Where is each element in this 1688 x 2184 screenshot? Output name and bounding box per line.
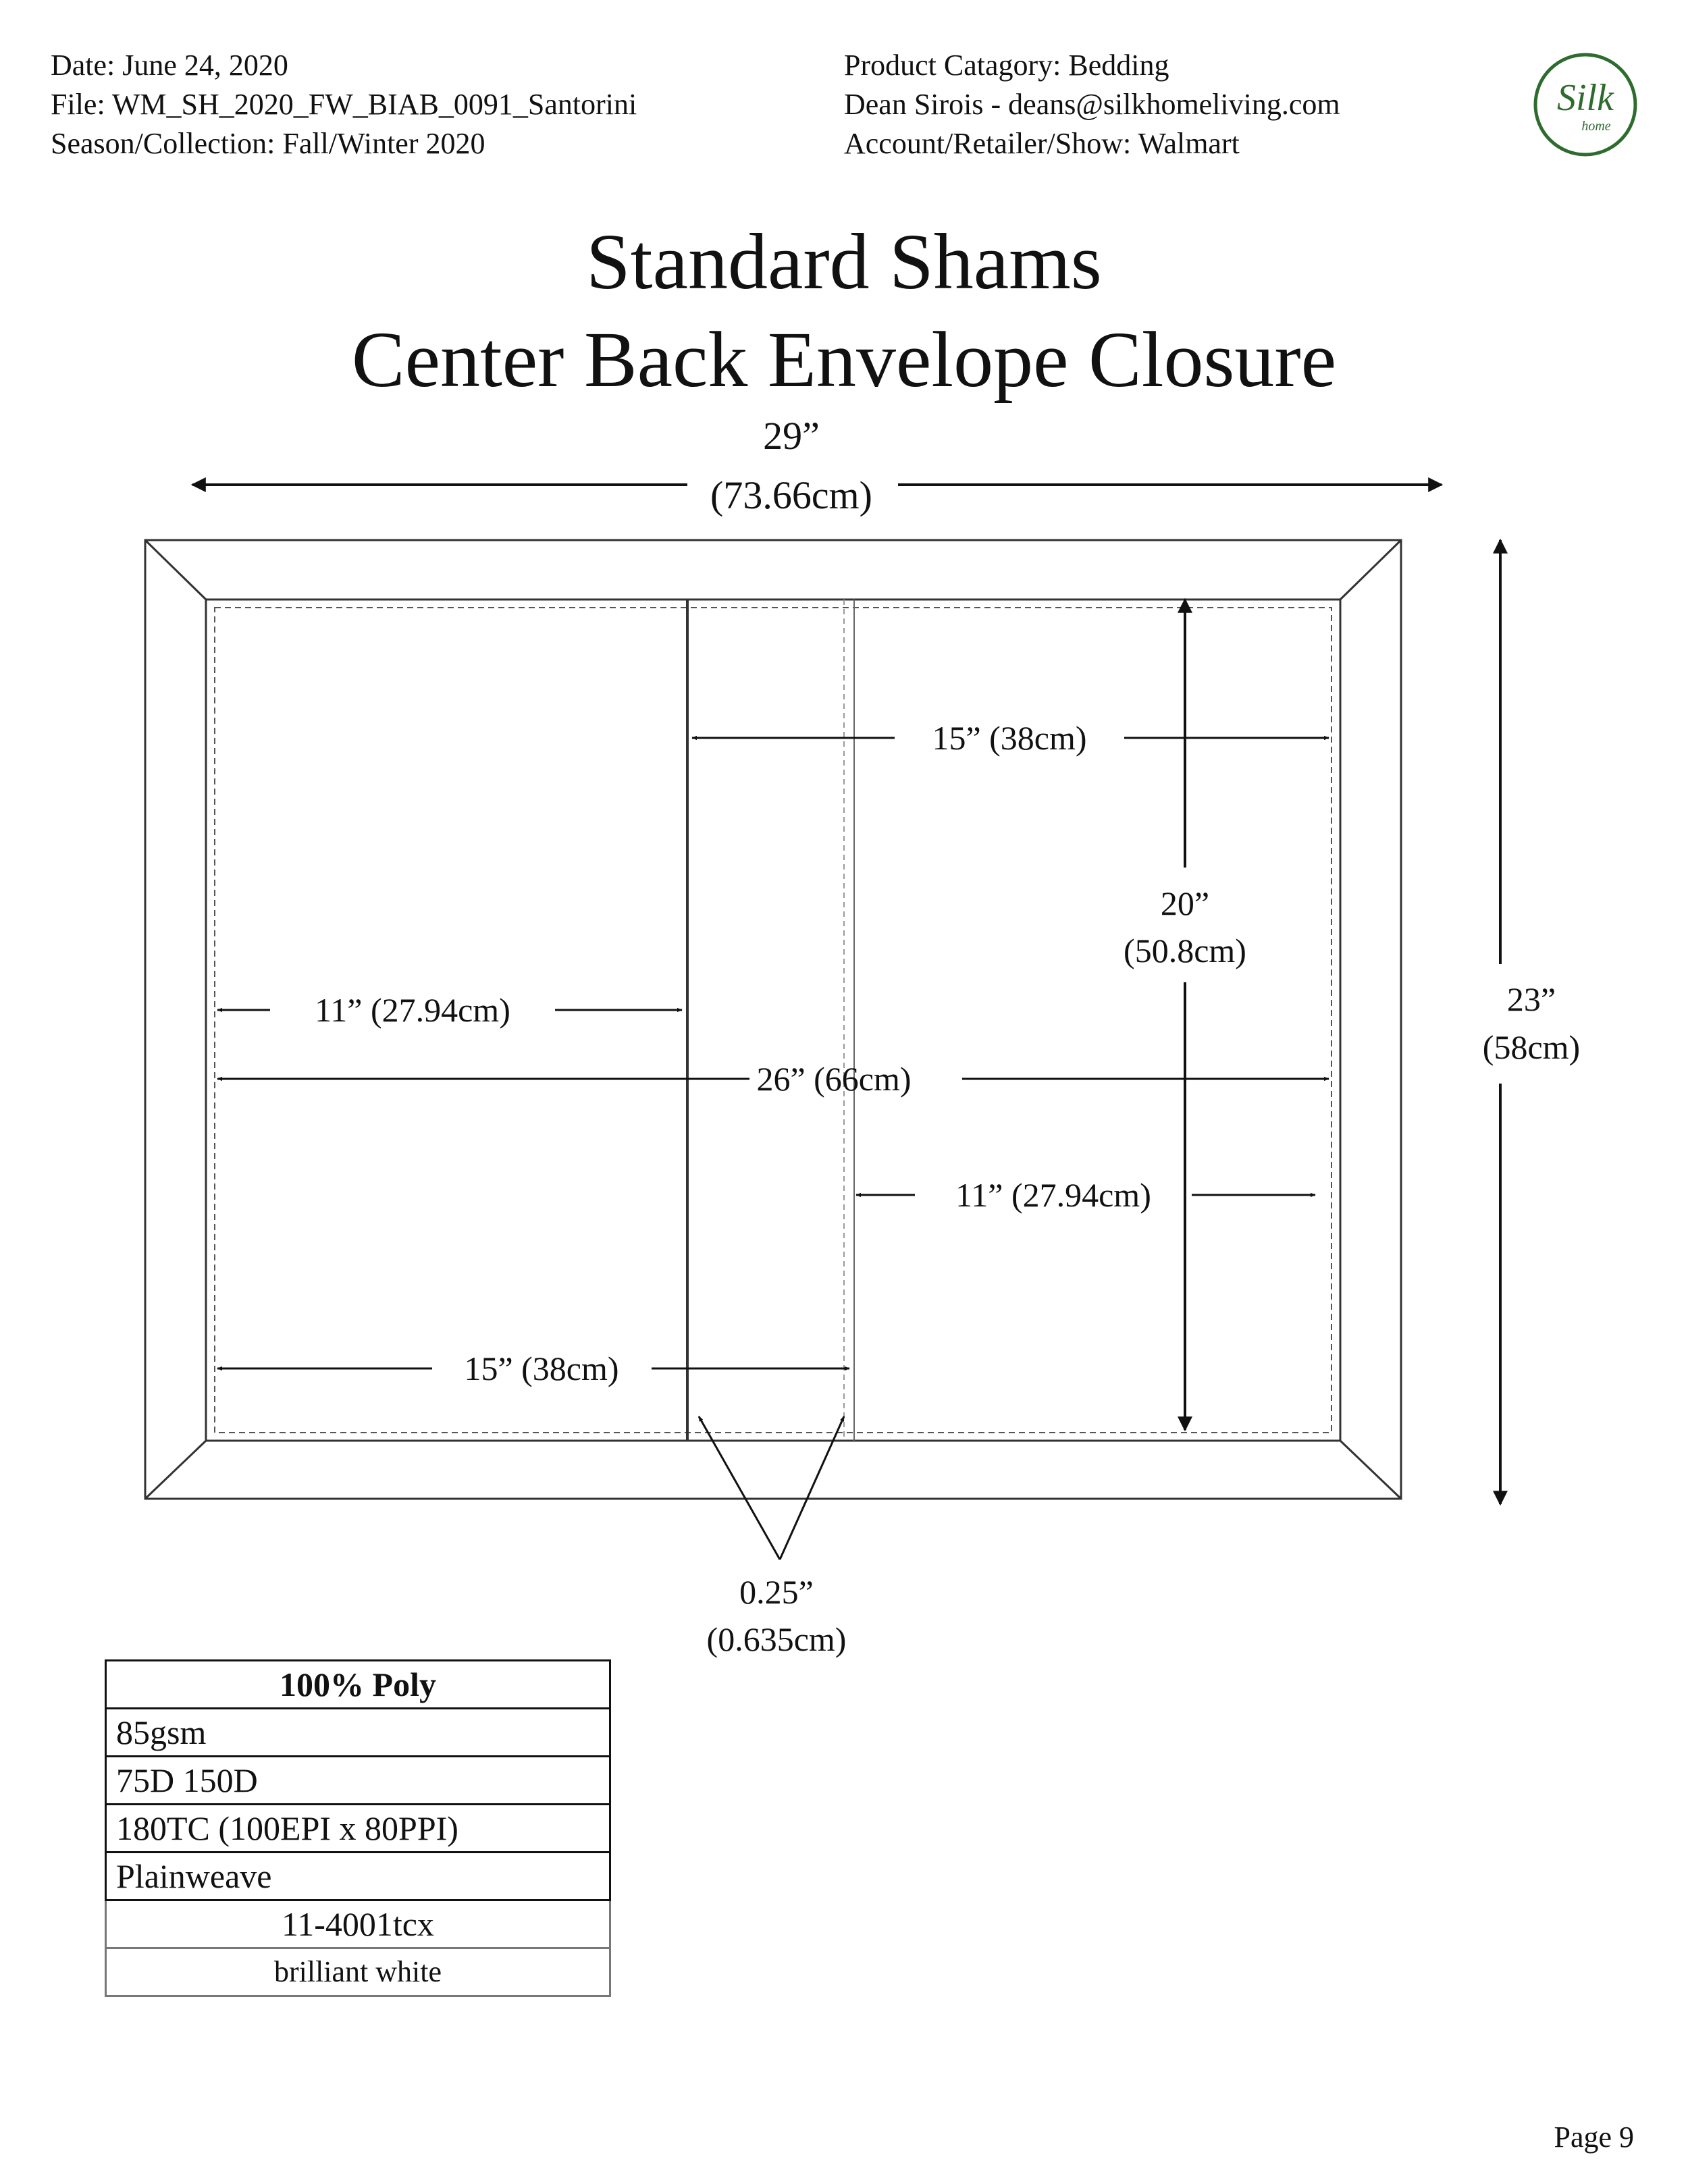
outer-edge [144,539,1402,1500]
spec-weave: Plainweave [105,1851,611,1901]
seam-allowance-callout: 0.25” (0.635cm) [697,1416,847,1658]
spec-row: 100% Poly [105,1659,611,1709]
left-panel-width-dimension: 15” (38cm) [217,1350,850,1387]
left-flap-width-dimension: 11” (27.94cm) [217,991,683,1029]
inner-edge [205,598,1342,1442]
fabric-spec-table: 100% Poly 85gsm 75D 150D 180TC (100EPI x… [105,1659,611,1997]
envelope-overlap [686,600,855,1441]
spec-row: Plainweave [105,1851,611,1901]
page-number: Page 9 [1554,2121,1634,2154]
header-file: File: WM_SH_2020_FW_BIAB_0091_Santorini [51,88,637,121]
spec-weight: 85gsm [105,1707,611,1757]
spec-denier: 75D 150D [105,1755,611,1805]
miter-top-left [144,539,207,601]
stitch-line [214,607,1332,1433]
header-contact: Dean Sirois - deans@silkhomeliving.com [844,88,1340,121]
miter-bottom-right [1339,1439,1402,1500]
right-panel-width-label: 15” (38cm) [932,719,1086,757]
inner-height-dimension: 20” (50.8cm) [1124,597,1246,1432]
spec-material: 100% Poly [105,1659,611,1709]
inner-width-dimension: 26” (66cm) [217,1060,1329,1098]
sham-outline [144,539,1402,1500]
overall-width-cm: (73.66cm) [710,473,872,517]
spec-row: 75D 150D [105,1755,611,1805]
inner-width-label: 26” (66cm) [756,1060,911,1098]
overall-width-dimension: 29” (73.66cm) [190,414,1444,517]
title-line-1: Standard Shams [586,217,1102,306]
seam-allowance-inches: 0.25” [739,1573,814,1611]
spec-row: 180TC (100EPI x 80PPI) [105,1803,611,1853]
overall-height-dimension: 23” (58cm) [1483,538,1580,1506]
inner-height-cm: (50.8cm) [1124,932,1246,969]
right-flap-width-dimension: 11” (27.94cm) [855,1176,1316,1214]
left-panel-width-label: 15” (38cm) [464,1350,618,1387]
right-panel-width-dimension: 15” (38cm) [691,719,1329,757]
spec-color-code: 11-4001tcx [105,1899,611,1949]
right-flap-width-label: 11” (27.94cm) [955,1176,1151,1214]
spec-row: brilliant white [105,1947,611,1997]
header-right: Product Catagory: Bedding Dean Sirois - … [844,46,1340,163]
logo-sub-text: home [1581,119,1610,134]
header-category: Product Catagory: Bedding [844,49,1169,82]
spec-color-name: brilliant white [105,1947,611,1997]
miter-top-right [1339,539,1402,601]
header-account: Account/Retailer/Show: Walmart [844,127,1240,160]
seam-allowance-cm: (0.635cm) [707,1620,847,1658]
spec-row: 85gsm [105,1707,611,1757]
silk-home-logo: Silk home [1533,53,1637,157]
left-flap-width-label: 11” (27.94cm) [315,991,510,1029]
header-left: Date: June 24, 2020 File: WM_SH_2020_FW_… [51,46,637,163]
overall-width-inches: 29” [763,414,820,458]
miter-bottom-left [144,1439,207,1500]
inner-height-inches: 20” [1161,884,1209,922]
title-line-2: Center Back Envelope Closure [351,315,1337,404]
logo-brand-text: Silk [1557,77,1614,119]
spec-thread-count: 180TC (100EPI x 80PPI) [105,1803,611,1853]
overall-height-cm: (58cm) [1483,1028,1580,1066]
header-date: Date: June 24, 2020 [51,49,288,82]
header-season: Season/Collection: Fall/Winter 2020 [51,127,485,160]
spec-row: 11-4001tcx [105,1899,611,1949]
overall-height-inches: 23” [1507,980,1556,1018]
